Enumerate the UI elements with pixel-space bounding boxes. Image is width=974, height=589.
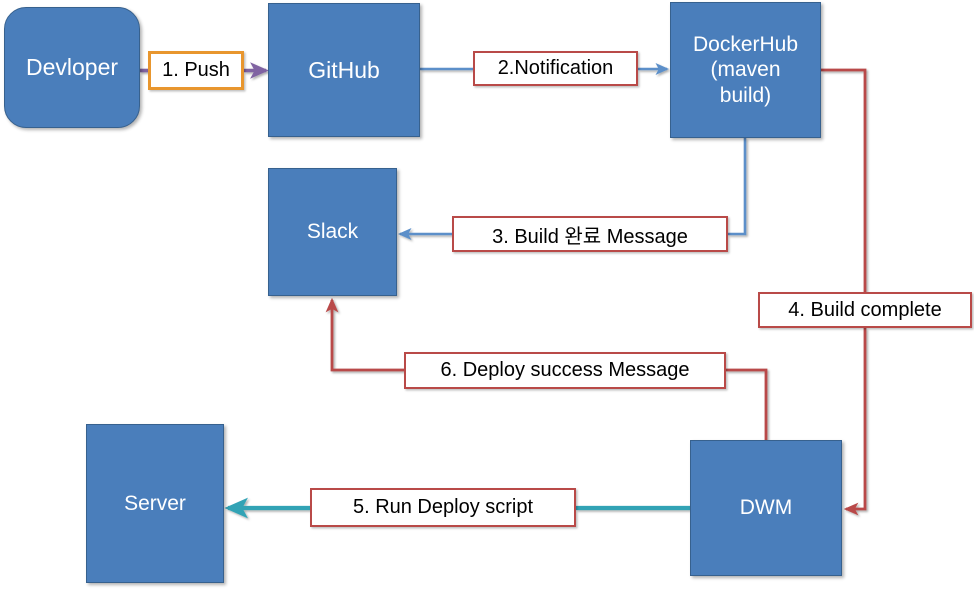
node-dwm[interactable]: DWM [690,440,842,576]
connector-build-complete-arrow [843,328,867,516]
edge-label-notification[interactable]: 2.Notification [473,51,638,86]
edge-label-notification-text: 2.Notification [497,57,614,79]
node-developer-label: Devloper [25,54,119,81]
node-dockerhub[interactable]: DockerHub (maven build) [670,2,821,138]
edge-label-run-deploy[interactable]: 5. Run Deploy script [310,488,576,527]
node-dockerhub-label: DockerHub (maven build) [692,32,799,107]
node-server[interactable]: Server [86,424,224,583]
edge-label-push[interactable]: 1. Push [148,51,244,90]
node-slack-label: Slack [306,220,359,244]
node-developer[interactable]: Devloper [4,7,140,128]
node-server-label: Server [124,491,186,515]
edge-label-build-message-text: 3. Build 완료 Message [492,225,688,248]
node-slack[interactable]: Slack [268,168,397,296]
edge-label-run-deploy-text: 5. Run Deploy script [352,496,534,518]
node-github-label: GitHub [308,56,380,83]
edge-label-build-complete-text: 4. Build complete [788,298,942,321]
edge-label-build-message[interactable]: 3. Build 완료 Message [452,216,728,252]
node-github[interactable]: GitHub [268,3,420,137]
edge-label-deploy-success[interactable]: 6. Deploy success Message [404,352,726,389]
connector-deploy-success [726,368,768,440]
node-dwm-label: DWM [739,496,793,520]
connector-deploy-success-arrow [325,297,404,372]
connector-build-message [728,138,747,236]
edge-label-push-text: 1. Push [162,59,230,81]
edge-label-deploy-success-text: 6. Deploy success Message [440,359,690,381]
connector-build-complete [821,68,867,292]
edge-label-build-complete[interactable]: 4. Build complete [758,292,972,328]
